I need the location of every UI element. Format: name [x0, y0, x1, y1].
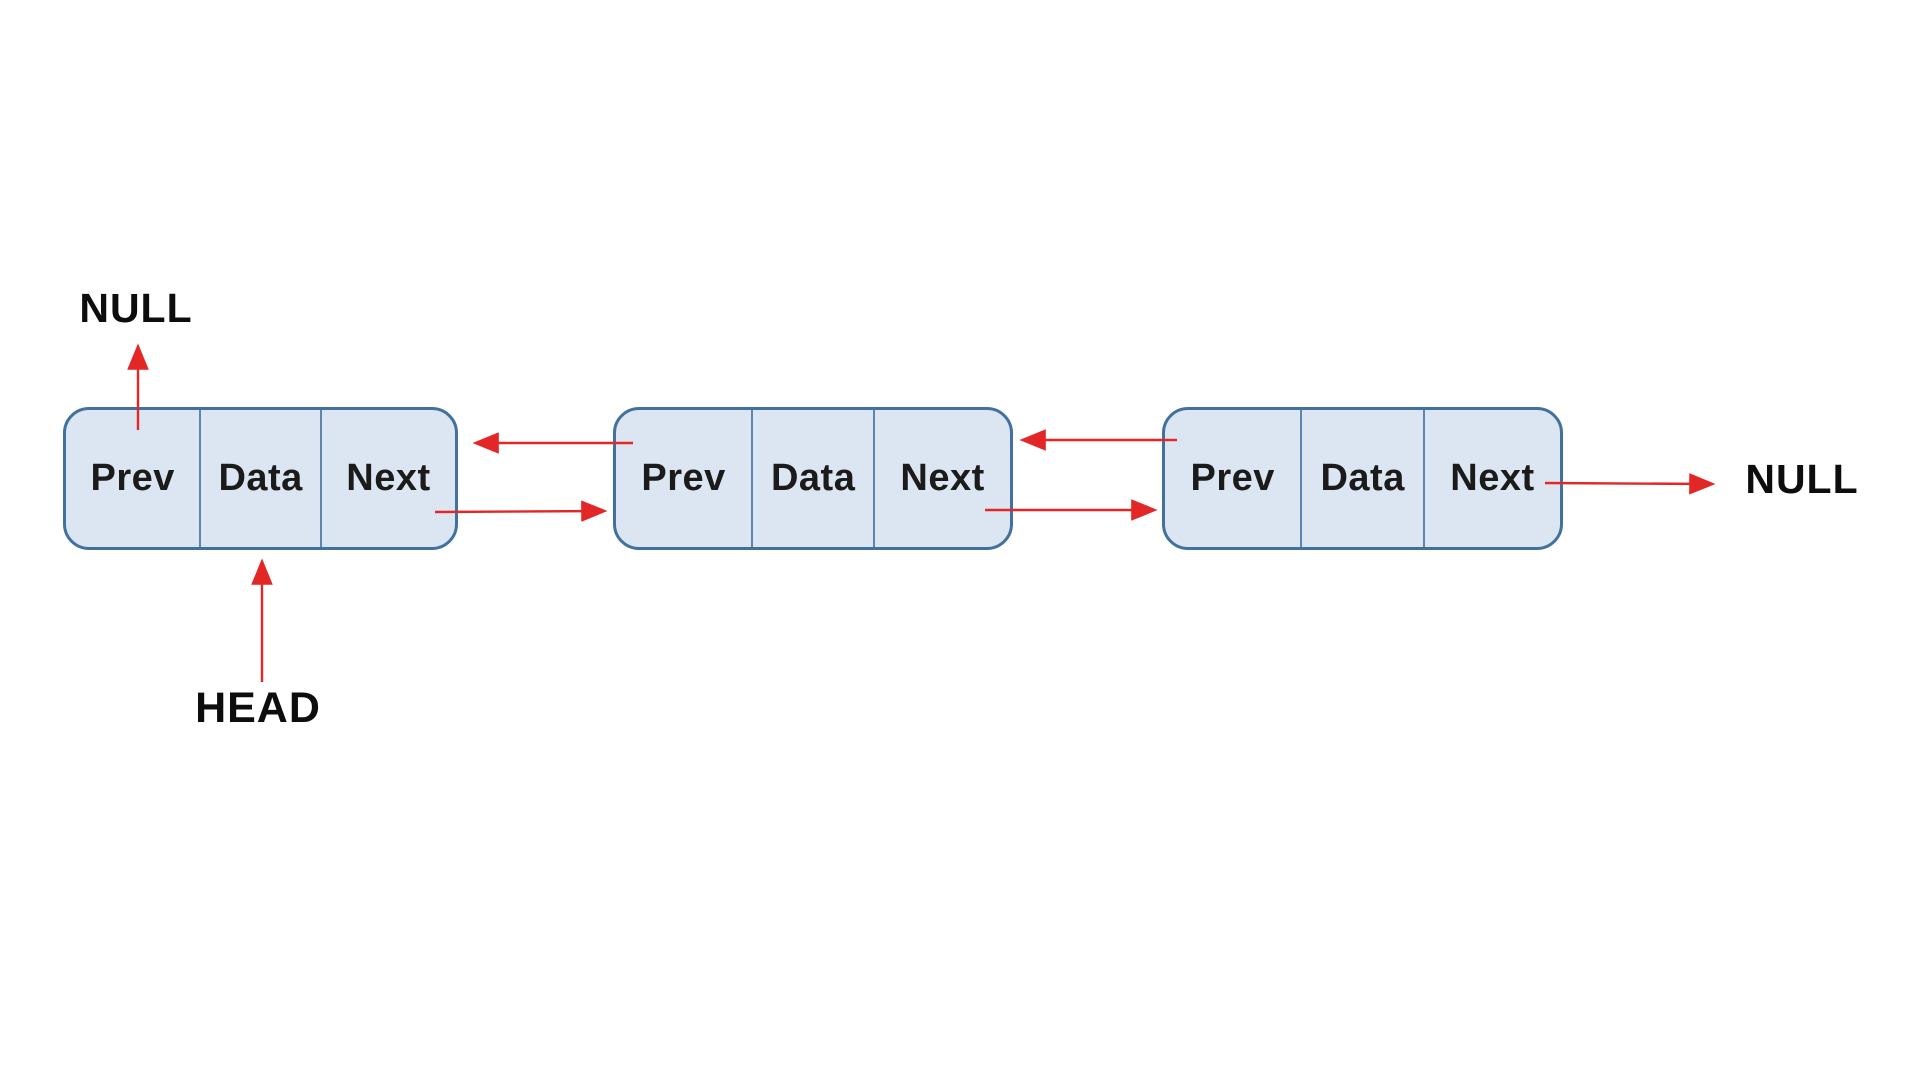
list-node-1: Prev Data Next [63, 407, 458, 550]
node2-data-cell: Data [753, 410, 876, 547]
node3-data-cell: Data [1302, 410, 1425, 547]
node2-prev-cell: Prev [616, 410, 754, 547]
node1-next-cell: Next [346, 457, 431, 499]
null-label-right: NULL [1745, 456, 1859, 502]
node3-prev-cell: Prev [1165, 410, 1303, 547]
arrow-node1-next-to-node2-icon [434, 500, 608, 522]
node1-data-cell: Data [201, 410, 322, 547]
null-label-left: NULL [79, 285, 193, 331]
arrow-node3-next-to-null-icon [1544, 473, 1716, 495]
node3-next-cell: Next [1450, 457, 1535, 499]
head-label: HEAD [195, 684, 321, 732]
node2-next-cell: Next [900, 457, 985, 499]
list-node-2: Prev Data Next [613, 407, 1013, 550]
list-node-3: Prev Data Next [1162, 407, 1563, 550]
node1-prev-cell: Prev [66, 410, 202, 547]
